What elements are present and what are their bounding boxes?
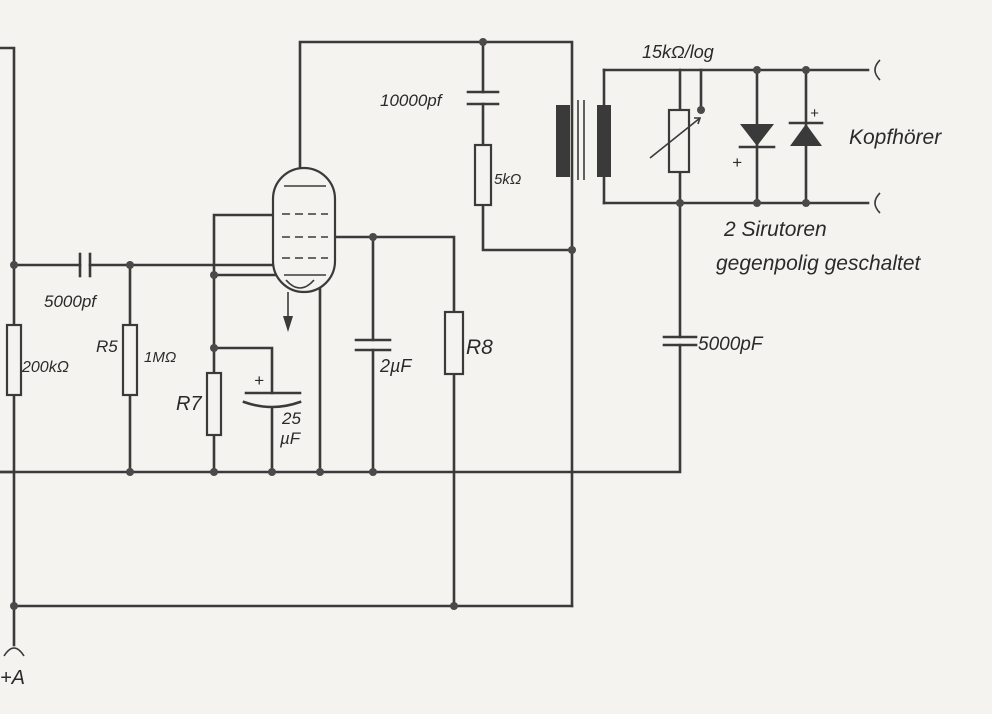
tube-arrow-head <box>283 316 293 332</box>
label-r5: R5 <box>96 337 118 356</box>
label-200k: 200kΩ <box>21 359 69 376</box>
label-r8: R8 <box>466 336 493 359</box>
resistor-200k <box>5 323 23 397</box>
resistor-r7 <box>205 371 223 437</box>
label-25: 25 <box>281 409 301 428</box>
label-diode1-plus: + <box>732 153 742 172</box>
cap-25uf-plate-neg <box>242 400 302 409</box>
labels: 10000pf 5kΩ 15kΩ/log Kopfhörer 2 Sirutor… <box>0 42 942 689</box>
plus-a-terminal <box>3 647 25 657</box>
label-plus-a: +A <box>0 667 25 689</box>
vacuum-tube <box>271 166 337 332</box>
pot-arrow <box>649 117 701 159</box>
transformer-primary <box>556 105 570 177</box>
label-1m: 1MΩ <box>144 349 176 366</box>
diode-2 <box>790 124 822 146</box>
label-uf: µF <box>279 429 302 448</box>
tube-envelope <box>271 166 337 294</box>
capacitors <box>78 90 698 409</box>
headphone-terminal-bottom <box>874 192 881 214</box>
label-r7: R7 <box>176 393 202 415</box>
label-sirutoren-1: 2 Sirutoren <box>723 218 827 241</box>
label-kopfhoerer: Kopfhörer <box>849 126 942 149</box>
resistor-r8 <box>443 310 465 376</box>
label-5k: 5kΩ <box>494 171 521 188</box>
resistors <box>5 108 702 437</box>
transformer-secondary <box>597 105 611 177</box>
label-sirutoren-2: gegenpolig geschaltet <box>716 252 921 275</box>
terminals <box>3 59 881 657</box>
label-5000pf-left: 5000pf <box>44 292 98 311</box>
junction-dots <box>10 38 810 610</box>
resistor-r5 <box>121 323 139 397</box>
transformer <box>556 68 611 205</box>
potentiometer-15k <box>667 108 691 174</box>
label-cap-plus: + <box>254 371 264 390</box>
headphone-terminal-top <box>874 59 881 81</box>
diode-1 <box>740 124 774 146</box>
label-2uf: 2µF <box>379 356 412 376</box>
diodes <box>738 121 824 149</box>
tube-heater <box>285 279 315 289</box>
label-5000pF-right: 5000pF <box>698 334 764 355</box>
label-15k-log: 15kΩ/log <box>642 42 714 62</box>
label-diode2-plus: + <box>810 105 819 122</box>
pot-arrowhead <box>694 117 702 125</box>
resistor-5k <box>473 143 493 207</box>
label-10000pf: 10000pf <box>380 91 444 110</box>
